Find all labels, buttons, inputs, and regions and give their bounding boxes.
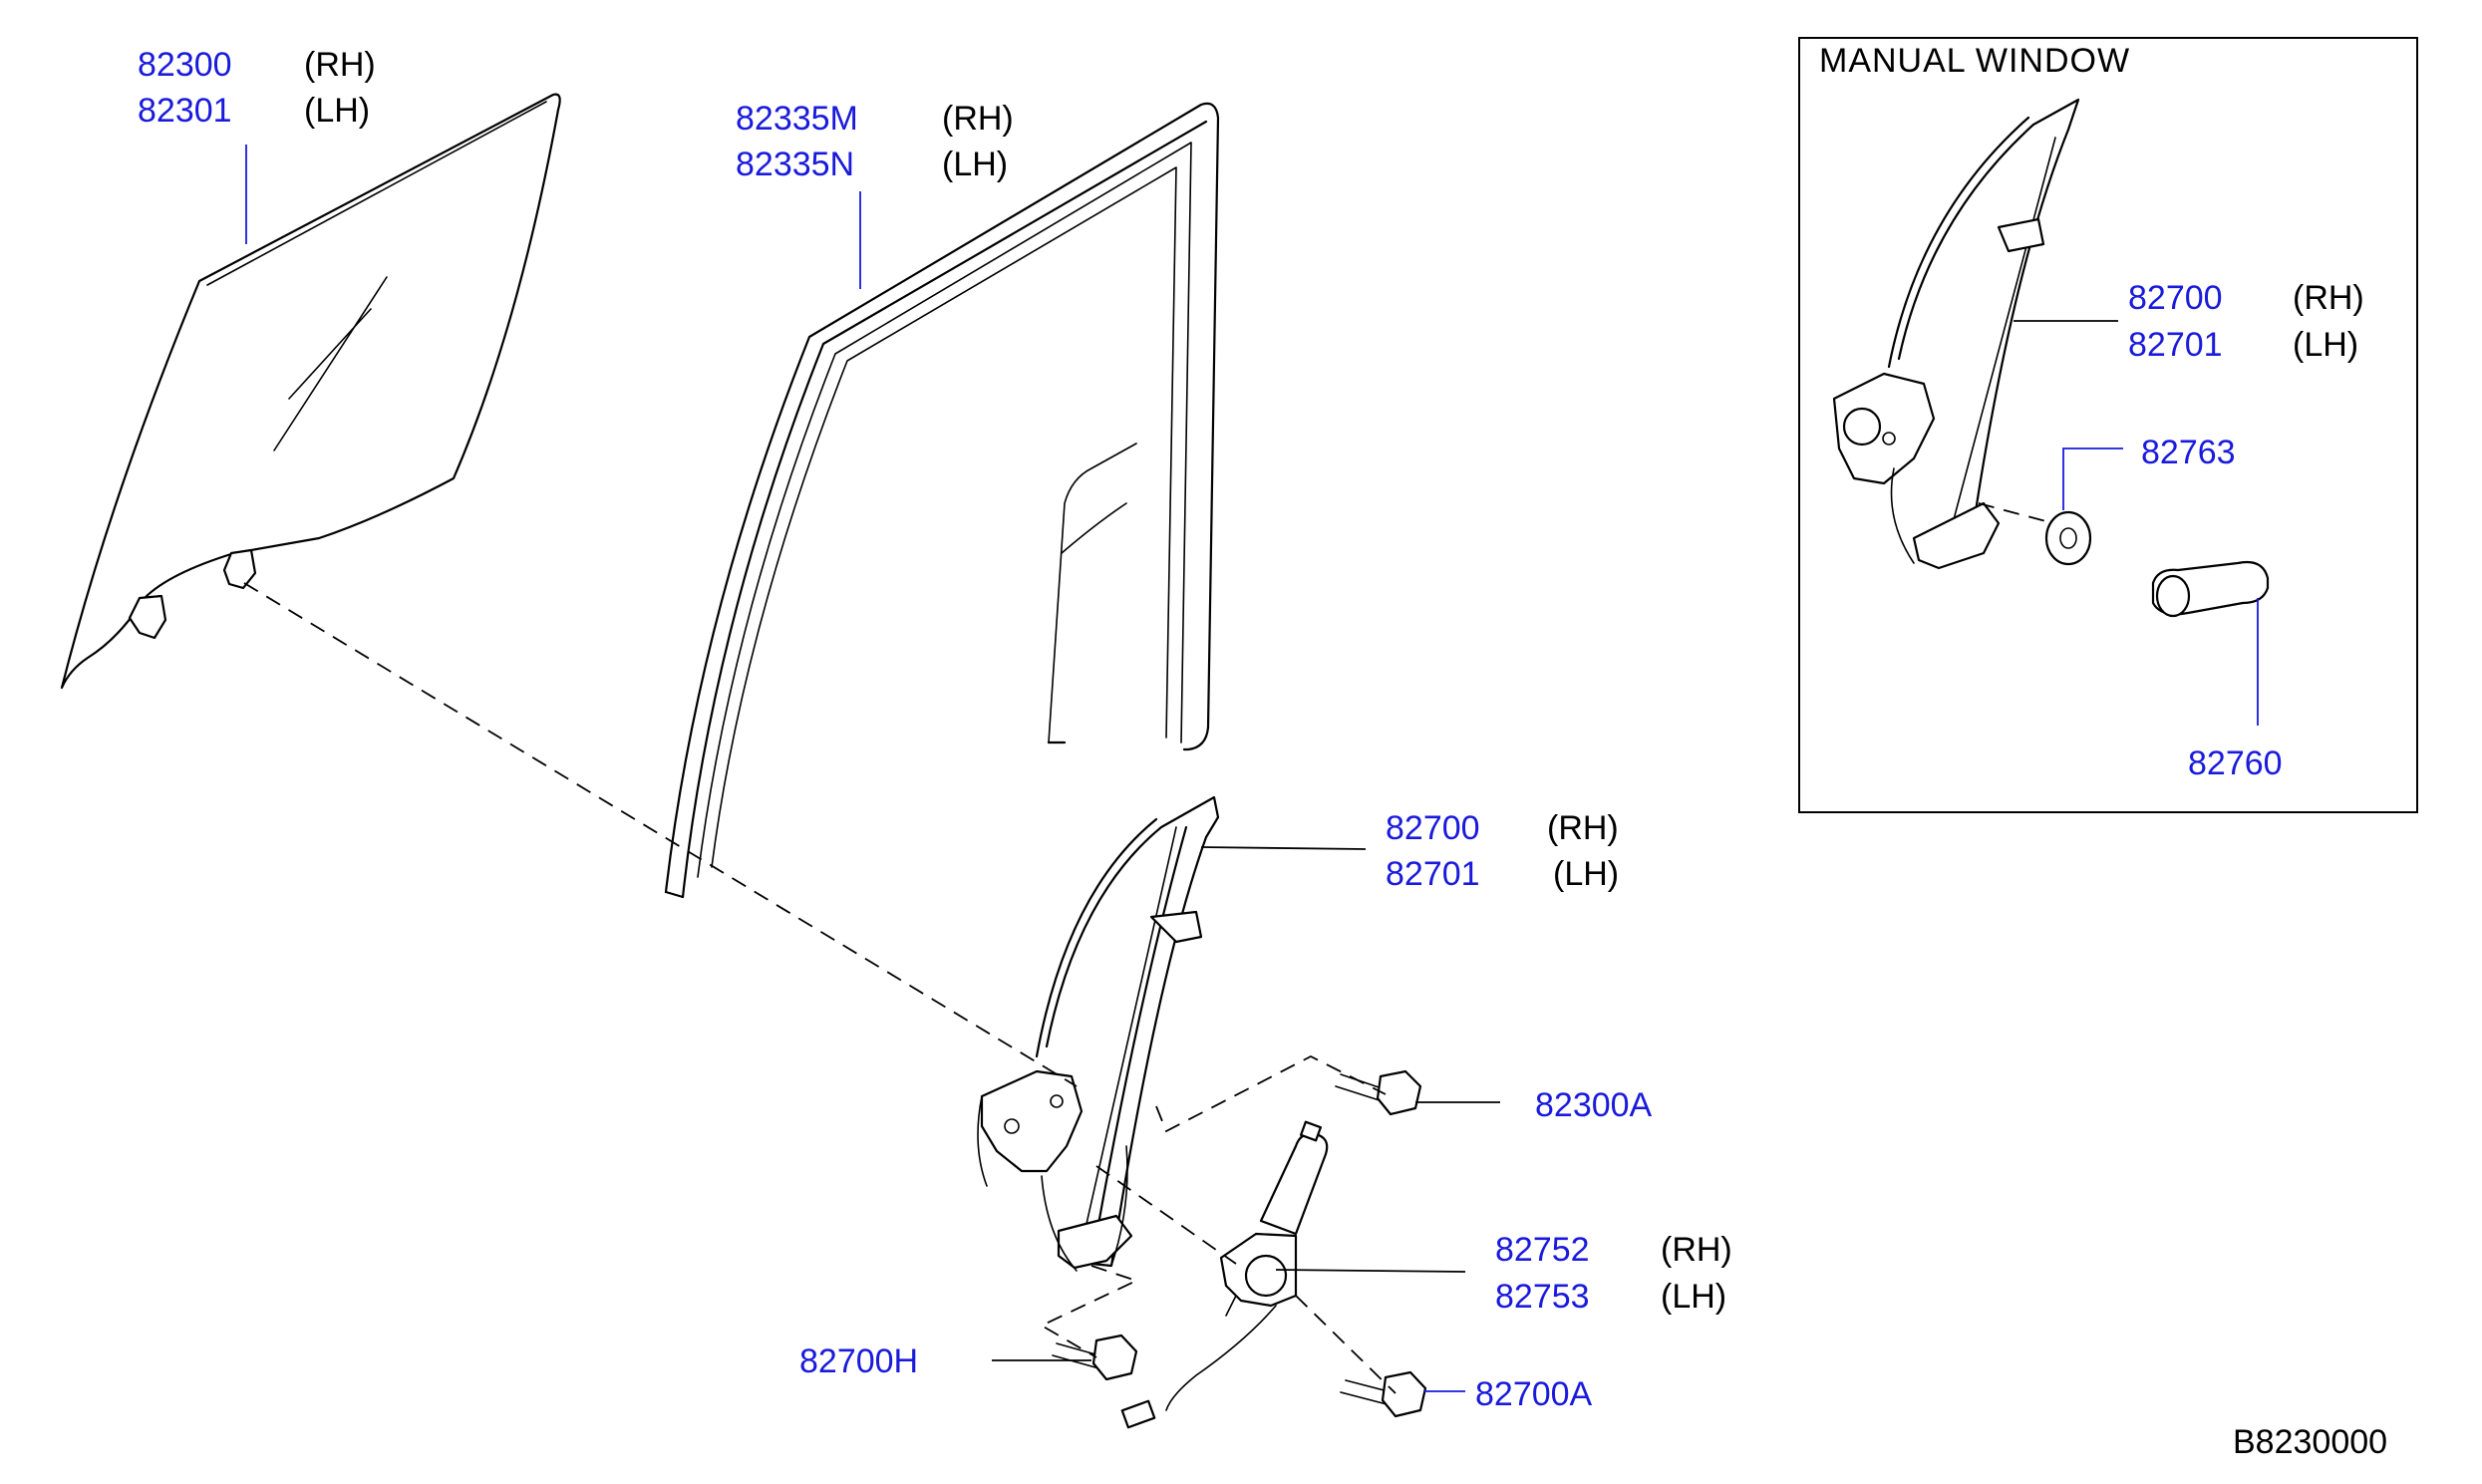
diagram-code: B8230000 bbox=[2233, 1423, 2387, 1461]
callout-glass-run: 82335M (RH) 82335N (LH) bbox=[736, 100, 1014, 183]
part-number: 82335M bbox=[736, 100, 858, 138]
part-number: 82752 bbox=[1495, 1231, 1590, 1269]
part-number: 82700 bbox=[2128, 279, 2223, 317]
part-number: 82700H bbox=[799, 1342, 918, 1380]
inset-leader-lines bbox=[1978, 320, 2259, 726]
window-motor bbox=[1120, 1120, 1329, 1429]
part-number: 82300A bbox=[1535, 1086, 1653, 1124]
side-label: (RH) bbox=[304, 46, 376, 84]
side-label: (RH) bbox=[1661, 1231, 1732, 1269]
part-number: 82753 bbox=[1495, 1278, 1590, 1316]
glass-run-channel bbox=[664, 102, 1220, 899]
door-glass bbox=[60, 93, 561, 690]
callout-bolt-h: 82700H bbox=[799, 1342, 918, 1380]
part-number: 82300 bbox=[138, 46, 232, 84]
part-number: 82700A bbox=[1475, 1375, 1593, 1413]
callout-motor: 82752 (RH) 82753 (LH) bbox=[1495, 1231, 1732, 1316]
part-number: 82763 bbox=[2141, 434, 2236, 471]
side-label: (LH) bbox=[1553, 855, 1619, 893]
manual-window-inset bbox=[1798, 37, 2418, 813]
part-number: 82700 bbox=[1386, 809, 1480, 847]
inset-window-handle bbox=[2151, 560, 2270, 618]
callout-glass: 82300 (RH) 82301 (LH) bbox=[138, 46, 376, 130]
callout-bolt-glass: 82300A bbox=[1535, 1086, 1653, 1124]
bolt-82300a bbox=[1335, 1069, 1422, 1116]
leader-lines bbox=[245, 145, 1500, 1392]
part-number: 82760 bbox=[2188, 744, 2283, 782]
part-number: 82701 bbox=[1386, 855, 1480, 893]
callout-inset-handle: 82760 bbox=[2188, 744, 2283, 782]
side-label: (LH) bbox=[942, 146, 1008, 183]
inset-escutcheon bbox=[2044, 510, 2092, 566]
part-number: 82301 bbox=[138, 92, 232, 130]
side-label: (LH) bbox=[1661, 1278, 1726, 1316]
side-label: (LH) bbox=[2293, 326, 2358, 364]
callout-inset-regulator: 82700 (RH) 82701 (LH) bbox=[2128, 279, 2364, 364]
inset-manual-regulator bbox=[1832, 98, 2080, 570]
side-label: (RH) bbox=[2293, 279, 2364, 317]
bolt-82700a bbox=[1340, 1370, 1427, 1418]
side-label: (LH) bbox=[304, 92, 370, 130]
assembly-lines bbox=[243, 582, 1396, 1394]
part-number: 82701 bbox=[2128, 326, 2223, 364]
part-number: 82335N bbox=[736, 146, 854, 183]
bolt-82700h bbox=[1052, 1334, 1138, 1381]
callout-inset-escutcheon: 82763 bbox=[2141, 434, 2236, 471]
callout-bolt-a: 82700A bbox=[1475, 1375, 1593, 1413]
callout-regulator: 82700 (RH) 82701 (LH) bbox=[1386, 809, 1619, 893]
window-regulator bbox=[977, 795, 1220, 1272]
side-label: (RH) bbox=[942, 100, 1014, 138]
side-label: (RH) bbox=[1547, 809, 1619, 847]
inset-title: MANUAL WINDOW bbox=[1819, 42, 2130, 80]
